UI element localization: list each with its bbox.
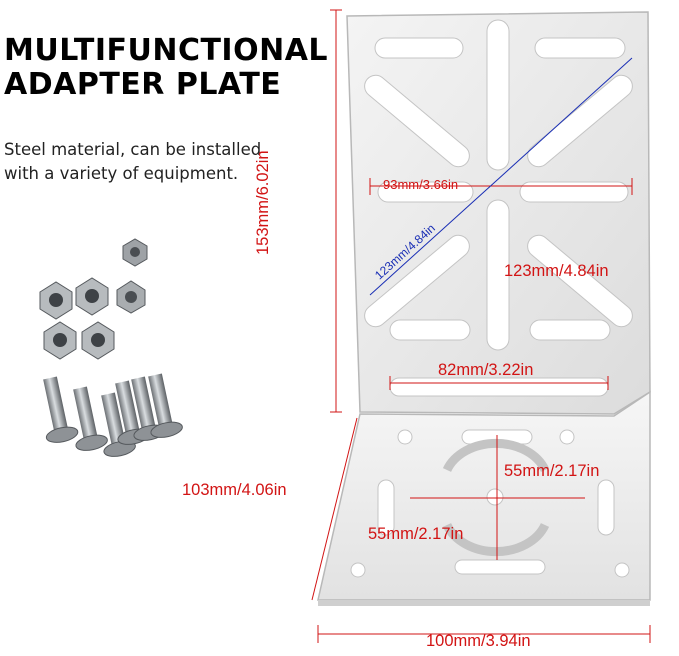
dimension-circle-a-label: 55mm/2.17in	[504, 462, 600, 480]
dimension-lines	[311, 9, 651, 643]
dimension-slot-width-label: 93mm/3.66in	[383, 177, 459, 192]
dimension-circle-b-label: 55mm/2.17in	[368, 525, 464, 543]
product-title: MULTIFUNCTIONAL ADAPTER PLATE	[4, 34, 334, 102]
base-plate	[317, 390, 651, 606]
nut-set	[39, 238, 148, 360]
dimension-height-label: 153mm/6.02in	[254, 150, 272, 255]
dimension-slot-span-label: 123mm/4.84in	[504, 262, 609, 280]
description-line-2: with a variety of equipment.	[4, 164, 239, 183]
product-description: Steel material, can be installed with a …	[4, 138, 304, 186]
title-line-1: MULTIFUNCTIONAL	[4, 33, 329, 68]
vertical-plate	[346, 11, 651, 415]
bolt-set	[43, 373, 183, 457]
dimension-lower-slot-label: 82mm/3.22in	[438, 361, 534, 379]
description-line-1: Steel material, can be installed	[4, 140, 262, 159]
dimension-depth-label: 103mm/4.06in	[182, 481, 287, 499]
title-line-2: ADAPTER PLATE	[4, 67, 282, 102]
dimension-width-label: 100mm/3.94in	[426, 632, 531, 650]
